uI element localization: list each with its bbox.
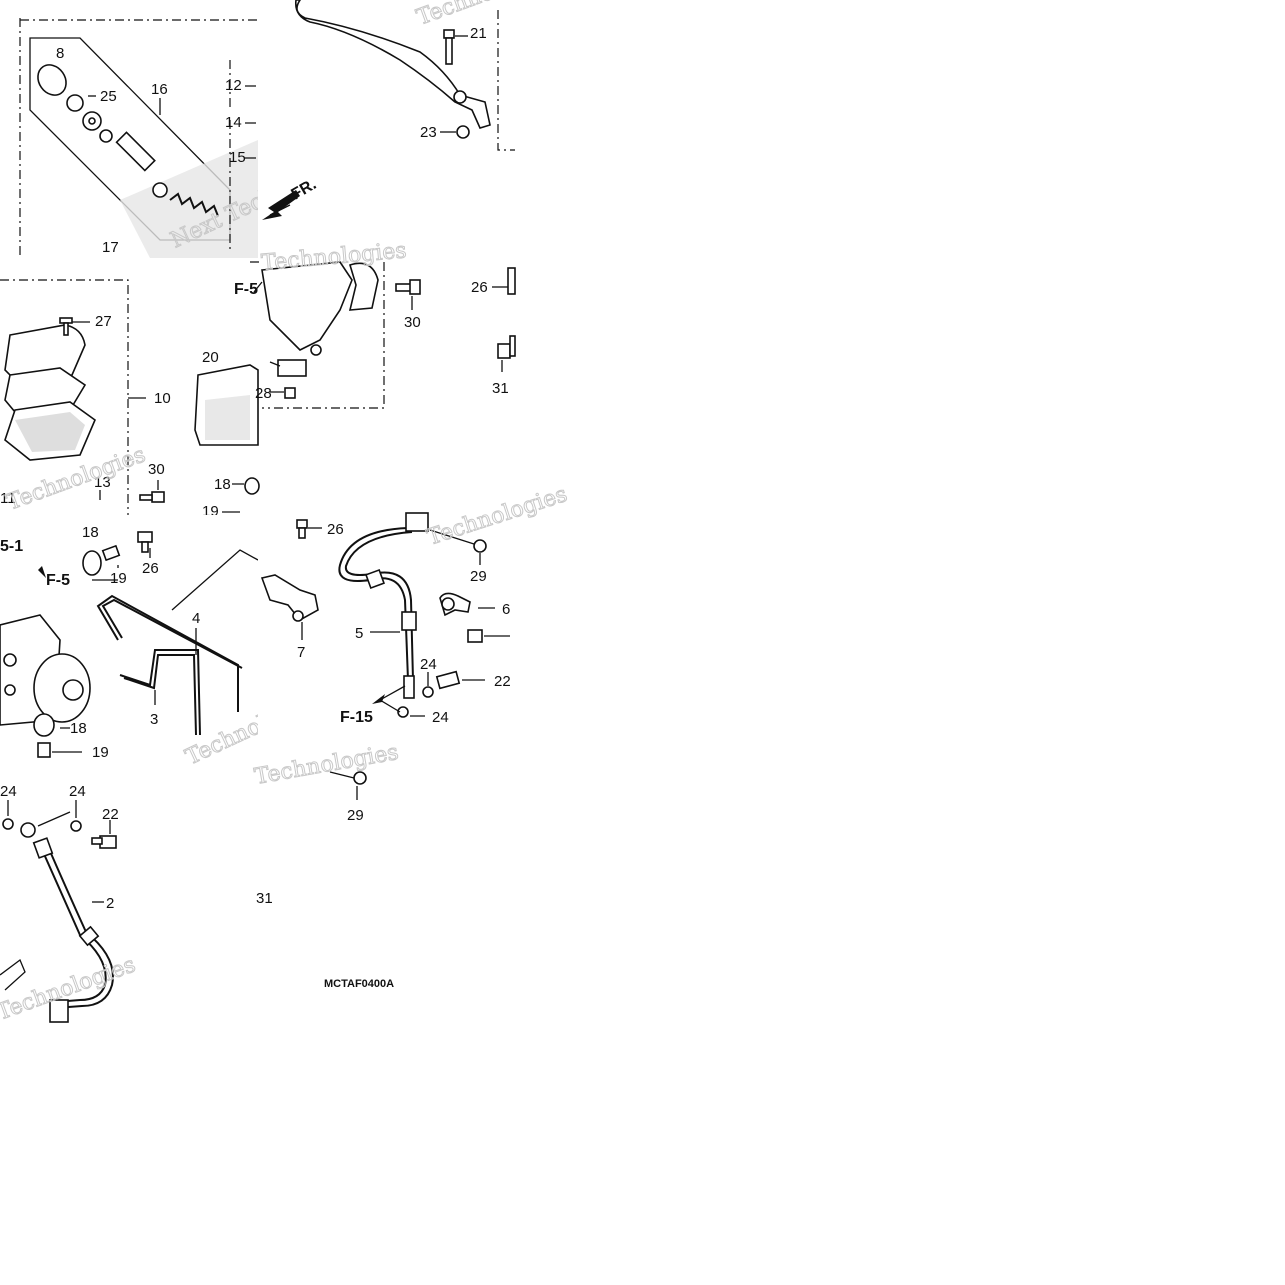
tile-reservoir: 27 10 30 13 11 Technologies [0, 258, 258, 516]
label-21: 21 [470, 25, 487, 42]
label-18-a: 18 [214, 476, 231, 493]
bolt-26-b-part [137, 531, 153, 553]
label-18-b: 18 [82, 524, 99, 541]
screw-27-part [59, 317, 73, 336]
label-24-a: 24 [420, 656, 437, 673]
label-5: 5 [355, 625, 363, 642]
label-25: 25 [100, 88, 117, 105]
label-24-b: 24 [432, 709, 449, 726]
label-26-b: 26 [142, 560, 159, 577]
banjo-fitting-part [20, 822, 36, 838]
label-17: 17 [102, 239, 119, 256]
brake-pipe-4-part [96, 594, 243, 712]
label-20: 20 [202, 349, 219, 366]
joint-bracket-part [405, 512, 429, 532]
label-29-b: 29 [347, 807, 364, 824]
label-2: 2 [106, 895, 114, 912]
label-15: 15 [229, 149, 246, 166]
grommet-18-c-part [33, 713, 55, 737]
ref-f5-a: F-5 [234, 281, 258, 298]
label-30-b: 30 [404, 314, 421, 331]
ref-f5-b: F-5 [46, 572, 70, 589]
bolt-22-a-part [435, 670, 461, 690]
boot-part [37, 64, 67, 96]
master-cylinder-body-part [261, 261, 379, 356]
bolt-30-b-part [395, 279, 421, 295]
label-13: 13 [94, 474, 111, 491]
label-22-a: 22 [494, 673, 511, 690]
switch-part [277, 359, 307, 377]
grommet-18-b-part [82, 550, 102, 576]
brake-hose-5-part [338, 527, 417, 699]
label-4: 4 [192, 610, 200, 627]
label-14: 14 [225, 114, 242, 131]
label-7: 7 [297, 644, 305, 661]
washer-24-b-part [397, 706, 409, 718]
tile-hose-bracket: 26 7 29 6 5 24 22 24 F-15 Technologies [258, 481, 571, 772]
label-30-a: 30 [148, 461, 165, 478]
label-24-d: 24 [69, 783, 86, 800]
collar-19-c-part [37, 742, 51, 758]
abs-unit-part [0, 614, 91, 726]
bolt-29-a-part [429, 529, 487, 553]
washer-part [82, 111, 102, 131]
label-28: 28 [255, 385, 272, 402]
bolt-31-a-part [497, 335, 516, 359]
washer-24-a-part [422, 686, 434, 698]
label-26-a: 26 [471, 279, 488, 296]
brake-hose-2-part [32, 837, 114, 1023]
piston-part [115, 131, 156, 172]
grommet-18-a-part [244, 477, 260, 495]
ref-f5-1: 5-1 [0, 538, 23, 555]
tile-master-cylinder-body: F-5 20 28 18 19 30 26 31 Technologies [194, 238, 516, 520]
label-6: 6 [502, 601, 510, 618]
diagram-code: MCTAF0400A [324, 978, 394, 990]
bolt-26-a-part [507, 267, 516, 295]
tile-rear-hose: 24 24 22 2 Technologies [0, 772, 258, 1029]
ref-f15: F-15 [340, 709, 373, 726]
brake-pipe-3-part [119, 649, 201, 736]
snap-ring-part [66, 94, 84, 112]
collar-19-b-part [101, 544, 121, 562]
label-3: 3 [150, 711, 158, 728]
bracket-7-part [260, 574, 319, 622]
bolt-26-c-part [296, 519, 308, 539]
seal-part [99, 129, 113, 143]
tile-brake-lever: FR. 21 23 Technologies [258, 0, 559, 258]
pivot-bolt-part [443, 29, 455, 65]
label-31-b: 31 [256, 890, 273, 907]
label-23: 23 [420, 124, 437, 141]
label-29-a: 29 [470, 568, 487, 585]
label-26-c: 26 [327, 521, 344, 538]
bolt-22-b-part [91, 835, 117, 849]
cup-part [152, 182, 168, 198]
label-22-b: 22 [102, 806, 119, 823]
label-10: 10 [154, 390, 171, 407]
brake-lever-part [294, 0, 491, 129]
washer-24-c-part [2, 818, 14, 830]
label-11: 11 [0, 490, 16, 507]
tile-misc: 29 31 MCTAF0400A Technologies [252, 740, 401, 990]
label-19-c: 19 [92, 744, 109, 761]
abs-modulator-part [194, 364, 259, 446]
label-27: 27 [95, 313, 112, 330]
bolt-31-b-part [467, 629, 483, 643]
label-19-b: 19 [110, 570, 127, 587]
nut-part [456, 125, 470, 139]
washer-24-d-part [70, 820, 82, 832]
label-12: 12 [225, 77, 242, 94]
diaphragm-part [4, 401, 96, 461]
label-16: 16 [151, 81, 168, 98]
bolt-30-part [139, 491, 165, 503]
spring-part [169, 192, 219, 217]
label-31-a: 31 [492, 380, 509, 397]
label-18-c: 18 [70, 720, 87, 737]
label-24-c: 24 [0, 783, 17, 800]
label-8: 8 [56, 45, 64, 62]
bolt-29-b-part [329, 771, 367, 785]
screw-28-part [284, 387, 296, 399]
clamp-6-part [439, 592, 471, 617]
